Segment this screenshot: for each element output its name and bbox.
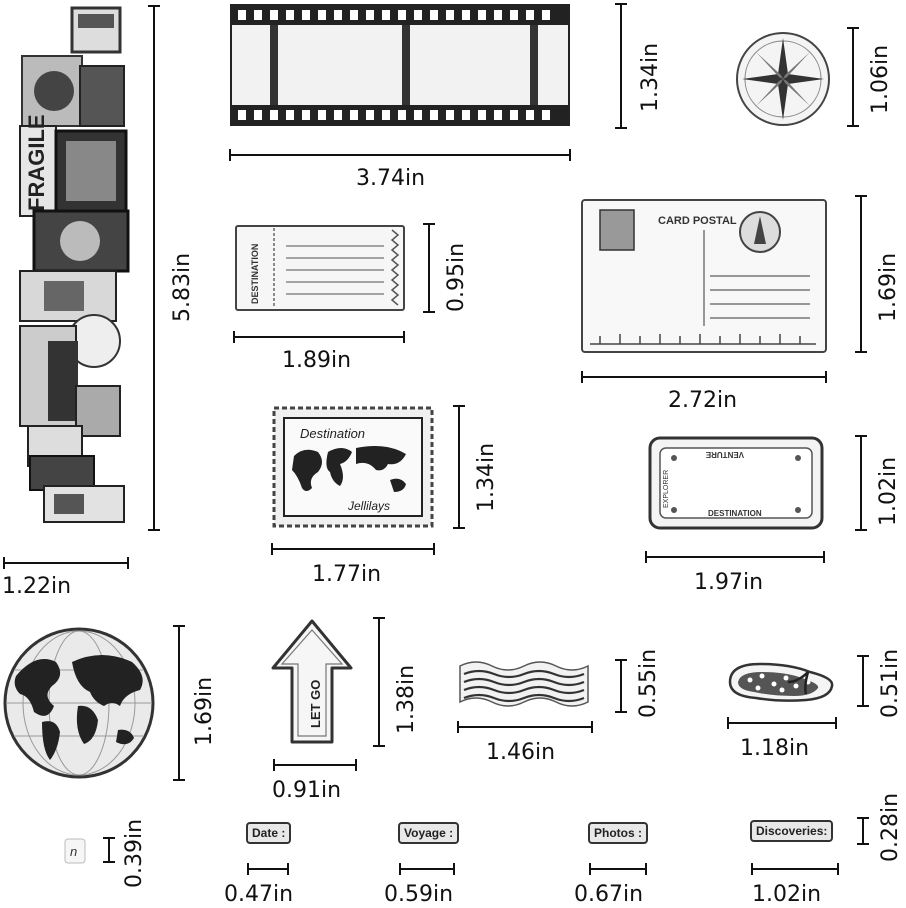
globe-height-label: 1.69in	[192, 676, 217, 746]
globe-height-line	[173, 625, 185, 781]
flip-flop-width-line	[727, 717, 837, 729]
date-word-stamp: Date :	[246, 822, 292, 844]
ticket-width-label: 1.89in	[282, 348, 352, 373]
arrow-height-label: 1.38in	[394, 664, 419, 734]
plate-width-label: 1.97in	[694, 570, 764, 595]
map-stamp: Destination Jellilays	[272, 406, 434, 528]
photos-width-label: 0.67in	[574, 882, 644, 907]
map-width-line	[271, 543, 435, 555]
flip-flop-height-label: 0.51in	[878, 648, 903, 718]
arrow-width-label: 0.91in	[272, 778, 342, 803]
arrow-stamp: LET GO	[270, 618, 354, 746]
postcard-height-line	[855, 195, 867, 353]
flip-flop-stamp	[724, 658, 838, 706]
photos-width-line	[589, 863, 647, 875]
arrow-height-line	[373, 617, 385, 747]
date-width-label: 0.47in	[224, 882, 294, 907]
film-strip-height-label: 1.34in	[638, 42, 663, 112]
collage-width-label: 1.22in	[2, 574, 72, 599]
compass-height-line	[847, 27, 859, 127]
small-mark-text: n	[70, 844, 77, 859]
small-mark-height-line	[103, 837, 115, 863]
date-width-line	[247, 863, 289, 875]
waves-height-label: 0.55in	[636, 648, 661, 718]
waves-width-line	[457, 721, 593, 733]
arrow-width-line	[273, 759, 357, 771]
map-destination-text: Destination	[300, 426, 365, 441]
compass-height-label: 1.06in	[868, 44, 893, 114]
voyage-width-line	[399, 863, 455, 875]
postcard-card-postal-text: CARD POSTAL	[658, 215, 737, 227]
arrow-let-go-text: LET GO	[308, 680, 323, 728]
ticket-destination-text: DESTINATION	[250, 244, 260, 304]
ticket-stamp: DESTINATION	[234, 224, 406, 312]
plate-explorer-text: EXPLORER	[663, 470, 670, 508]
discoveries-width-line	[751, 863, 839, 875]
map-width-label: 1.77in	[312, 562, 382, 587]
film-strip-stamp	[230, 4, 570, 126]
ticket-height-line	[423, 223, 435, 313]
flip-flop-height-line	[857, 655, 869, 707]
map-height-label: 1.34in	[474, 442, 499, 512]
waves-width-label: 1.46in	[486, 740, 556, 765]
globe-stamp	[2, 626, 156, 780]
voyage-word-stamp: Voyage :	[398, 822, 460, 844]
postcard-width-label: 2.72in	[668, 388, 738, 413]
discoveries-word-stamp: Discoveries:	[750, 820, 834, 842]
ticket-height-label: 0.95in	[444, 242, 469, 312]
collage-height-label: 5.83in	[170, 252, 195, 322]
plate-destination-text: DESTINATION	[708, 509, 762, 518]
postmark-waves-stamp	[456, 658, 592, 710]
plate-height-label: 1.02in	[876, 456, 901, 526]
flip-flop-width-label: 1.18in	[740, 736, 810, 761]
photos-word-stamp: Photos :	[588, 822, 648, 844]
postcard-width-line	[581, 371, 827, 383]
discoveries-width-label: 1.02in	[752, 882, 822, 907]
compass-stamp	[734, 30, 832, 128]
film-strip-width-line	[229, 149, 571, 161]
waves-height-line	[615, 659, 627, 713]
license-plate-stamp: VENTURE EXPLORER DESTINATION	[648, 436, 824, 530]
collage-stamp: FRAGILE	[14, 6, 134, 526]
plate-width-line	[645, 551, 825, 563]
ticket-width-line	[233, 331, 405, 343]
discoveries-height-label: 0.28in	[878, 792, 903, 862]
voyage-width-label: 0.59in	[384, 882, 454, 907]
film-strip-height-line	[615, 3, 627, 129]
collage-height-line	[148, 5, 160, 531]
postcard-height-label: 1.69in	[876, 252, 901, 322]
collage-width-line	[3, 557, 129, 569]
small-mark-height-label: 0.39in	[122, 818, 147, 888]
plate-venture-text: VENTURE	[705, 450, 744, 459]
postcard-stamp: CARD POSTAL	[580, 198, 828, 354]
collage-fragile-text: FRAGILE	[24, 114, 49, 211]
discoveries-height-line	[857, 817, 869, 845]
map-bottom-text: Jellilays	[347, 499, 390, 513]
plate-height-line	[855, 435, 867, 531]
map-height-line	[453, 405, 465, 529]
film-strip-width-label: 3.74in	[356, 166, 426, 191]
small-mark-stamp: n	[64, 838, 86, 864]
